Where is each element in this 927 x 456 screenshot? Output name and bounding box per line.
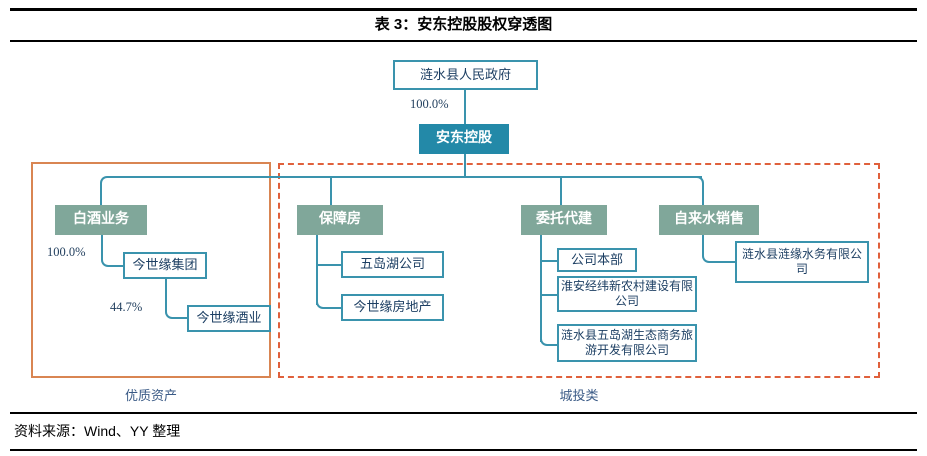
source-note: 资料来源：Wind、YY 整理 [14, 423, 181, 439]
node-lianshui-wudaohu: 涟水县五岛湖生态商务旅游开发有限公司 [557, 324, 697, 362]
edge-drop-baozhangfang [330, 176, 332, 208]
source-rule-top [10, 412, 917, 414]
edge-link-jsy-group [113, 265, 125, 267]
edge-drop-baijiu [100, 190, 102, 208]
group-frame-quality-assets [31, 162, 271, 378]
node-jsy-group: 今世缘集团 [123, 252, 207, 279]
node-baozhangfang: 保障房 [297, 205, 383, 235]
node-jsy-realestate: 今世缘房地产 [341, 294, 444, 321]
edge-link-huaian-jingwei [542, 294, 558, 296]
edge-elbow-jsy-liquor [165, 279, 179, 319]
page-title: 表 3：安东控股股权穿透图 [374, 16, 553, 33]
edge-link-lianying-water [714, 261, 736, 263]
node-weituodaijian: 委托代建 [521, 205, 607, 235]
node-headquarters: 公司本部 [557, 248, 637, 272]
group-frame-urban-investment [278, 163, 880, 378]
edge-link-headquarters [542, 260, 558, 262]
edge-bus-horizontal [107, 176, 702, 178]
edge-gov-to-andong [464, 90, 466, 124]
title-rule-bottom [10, 40, 917, 42]
group-caption-quality-assets: 优质资产 [124, 388, 177, 403]
edge-elbow-jsy-group [101, 235, 115, 267]
edge-spine-baozhangfang [316, 235, 318, 305]
edge-link-jsy-liquor [177, 317, 189, 319]
edge-link-jsy-realestate [328, 307, 342, 309]
edge-label-jsygroup-jsyliquor: 44.7% [110, 300, 143, 314]
edge-elbow-lianying-water [702, 235, 716, 263]
edge-drop-water-sales [702, 190, 704, 208]
node-huaian-jingwei: 淮安经纬新农村建设有限公司 [557, 276, 697, 312]
node-baijiu: 白酒业务 [55, 205, 147, 235]
edge-label-baijiu-jsygroup: 100.0% [47, 245, 86, 259]
group-caption-urban-investment: 城投类 [559, 388, 599, 403]
edge-elbow-baijiu [100, 176, 114, 208]
title-rule-top [10, 8, 917, 11]
node-water-sales: 自来水销售 [659, 205, 759, 235]
edge-elbow-jsy-realestate [316, 295, 330, 309]
edge-spine-weituodaijian [540, 235, 542, 342]
edge-elbow-lianshui-wudaohu [540, 332, 554, 346]
node-lianying-water: 涟水县涟缘水务有限公司 [735, 241, 869, 283]
edge-link-wudaohu [318, 264, 342, 266]
edge-label-gov-andong: 100.0% [410, 97, 449, 111]
edge-link-lianshui-wudaohu [552, 344, 560, 346]
node-wudaohu: 五岛湖公司 [341, 251, 444, 278]
node-gov: 涟水县人民政府 [393, 60, 538, 90]
source-rule-bottom [10, 449, 917, 451]
node-jsy-liquor: 今世缘酒业 [187, 305, 271, 332]
edge-andong-stem [464, 154, 466, 177]
edge-drop-weituodaijian [560, 176, 562, 208]
node-andong: 安东控股 [419, 124, 509, 154]
